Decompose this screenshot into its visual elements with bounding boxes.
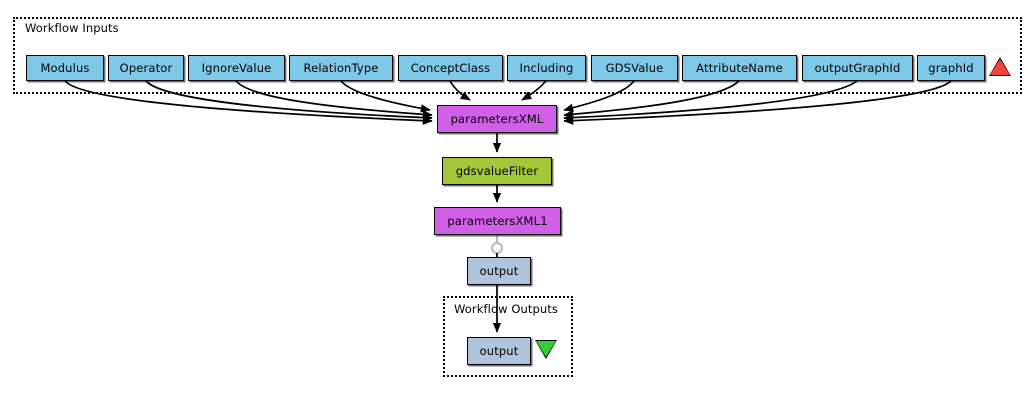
input-node-outputgraphid[interactable]: outputGraphId — [802, 55, 913, 81]
input-node-relationtype[interactable]: RelationType — [289, 55, 393, 81]
input-node-attributename[interactable]: AttributeName — [682, 55, 797, 81]
workflow-inputs-label: Workflow Inputs — [25, 21, 119, 35]
input-node-graphid[interactable]: graphId — [917, 55, 985, 81]
workflow-outputs-group — [443, 296, 573, 377]
input-node-ignorevalue[interactable]: IgnoreValue — [188, 55, 285, 81]
processor-node-parametersxml[interactable]: parametersXML — [437, 105, 557, 133]
connector-dot — [491, 242, 503, 254]
input-node-modulus[interactable]: Modulus — [26, 55, 104, 81]
workflow-input-marker-icon — [990, 59, 1010, 75]
workflow-outputs-label: Workflow Outputs — [454, 302, 558, 316]
processor-node-parametersxml1[interactable]: parametersXML1 — [434, 207, 561, 235]
input-node-gdsvalue[interactable]: GDSValue — [591, 55, 678, 81]
workflow-output-marker-icon — [536, 341, 556, 357]
workflow-inputs-group — [13, 17, 1022, 94]
input-node-operator[interactable]: Operator — [108, 55, 184, 81]
input-node-including[interactable]: Including — [507, 55, 586, 81]
input-node-conceptclass[interactable]: ConceptClass — [398, 55, 503, 81]
output-sink-node[interactable]: output — [467, 337, 531, 365]
output-port-node[interactable]: output — [467, 257, 531, 285]
processor-node-gdsvaluefilter[interactable]: gdsvalueFilter — [442, 157, 552, 185]
